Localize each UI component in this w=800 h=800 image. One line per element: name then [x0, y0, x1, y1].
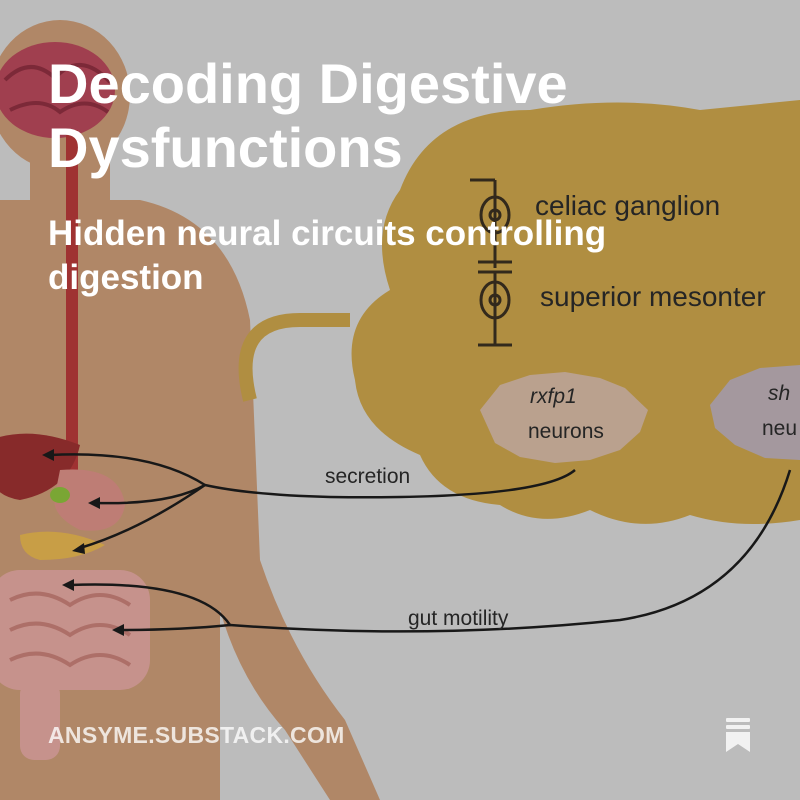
stomach [54, 469, 125, 531]
brain [0, 42, 115, 138]
publication-domain[interactable]: ANSYME.SUBSTACK.COM [48, 722, 345, 748]
post-subtitle: Hidden neural circuits controlling diges… [48, 214, 607, 297]
intestines [0, 570, 150, 760]
label-sh: sh [768, 382, 790, 405]
label-celiac-ganglion: celiac ganglion [535, 190, 720, 221]
post-title: Decoding Digestive Dysfunctions [48, 52, 568, 179]
label-neurons-left: neurons [528, 420, 604, 443]
arrow-heads [42, 449, 124, 636]
neuron-cluster-rxfp1 [480, 372, 648, 463]
gallbladder [50, 487, 70, 503]
bookmark-icon[interactable] [724, 718, 752, 752]
ganglion-symbols [470, 178, 512, 347]
liver [0, 433, 80, 500]
ganglion-region [351, 100, 800, 524]
neural-pathways [49, 453, 792, 633]
label-gut-motility: gut motility [408, 607, 509, 630]
nerve-trunk [238, 313, 350, 402]
label-secretion: secretion [325, 465, 410, 488]
label-neu: neu [762, 417, 797, 440]
spinal-cord [66, 130, 78, 520]
neuron-cluster-right [710, 365, 800, 460]
label-rxfp1: rxfp1 [530, 385, 577, 408]
label-superior-mesenteric: superior mesonter [540, 281, 766, 312]
